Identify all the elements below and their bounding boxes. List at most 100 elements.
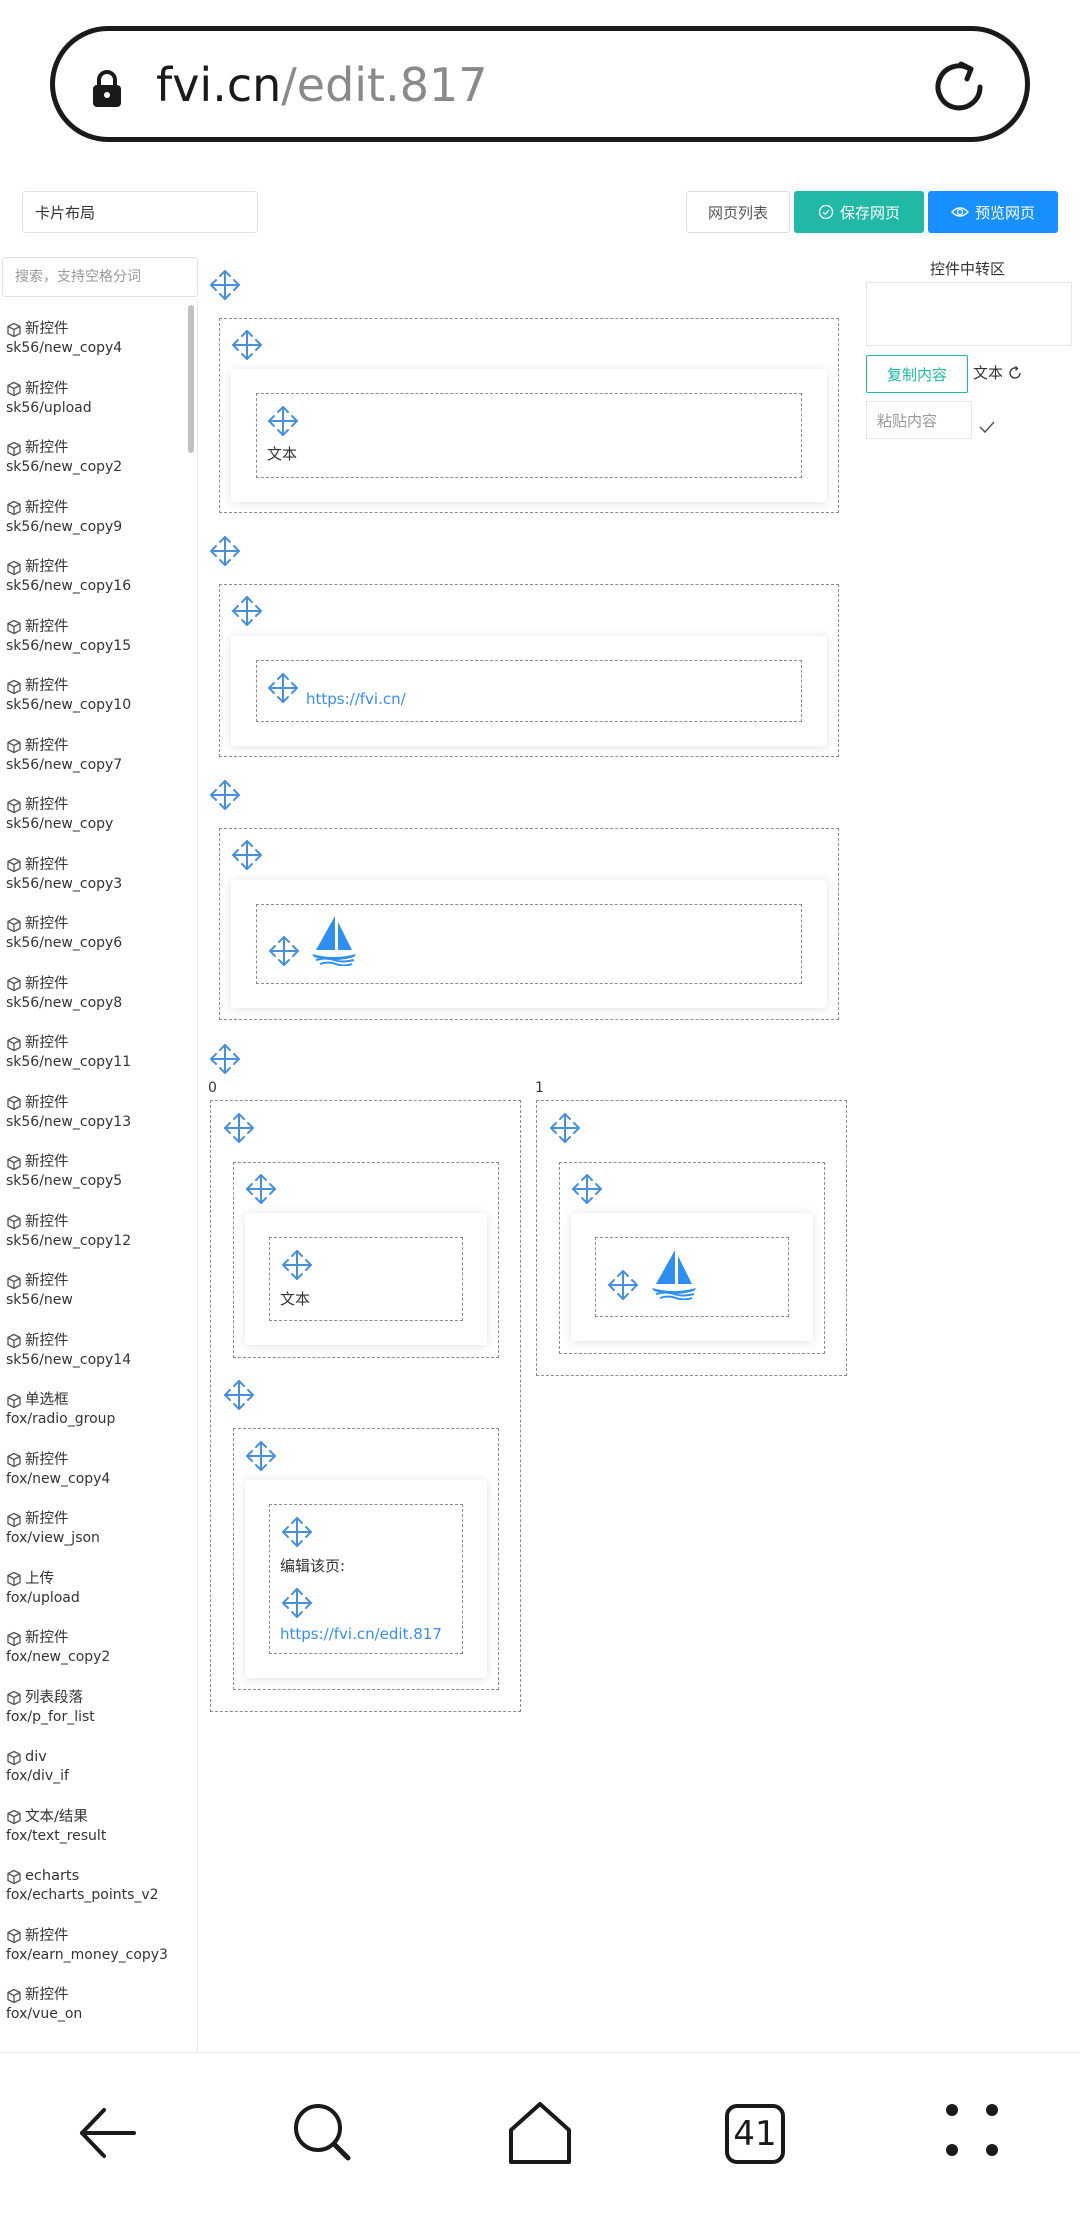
page-name-input[interactable]	[22, 191, 258, 233]
home-icon[interactable]	[505, 2100, 575, 2166]
url-bar[interactable]	[50, 26, 1030, 142]
url-text[interactable]: fvi.cn/edit.817	[156, 55, 488, 115]
check-icon[interactable]	[978, 420, 996, 434]
sidebar-divider	[197, 300, 198, 2052]
text-component[interactable]	[269, 1237, 463, 1321]
paste-content-input[interactable]: 粘贴内容	[866, 401, 972, 439]
text-content: 文本	[267, 445, 298, 463]
drag-handle-icon[interactable]	[267, 934, 301, 968]
preview-page-label: 预览网页	[974, 203, 1035, 222]
text-component[interactable]	[256, 393, 802, 478]
component-search-input[interactable]	[2, 257, 198, 297]
cube-icon	[6, 322, 22, 338]
sailboat-icon	[310, 914, 358, 966]
drag-handle-icon[interactable]	[230, 328, 264, 362]
card	[245, 1480, 487, 1678]
component-label: 新控件	[25, 499, 69, 516]
drag-handle-icon[interactable]	[208, 534, 242, 568]
component-label: echarts	[25, 1868, 80, 1884]
image-component[interactable]	[595, 1237, 789, 1317]
drag-handle-icon[interactable]	[222, 1378, 256, 1412]
image-component[interactable]	[256, 904, 802, 984]
text-content: 文本	[280, 1290, 311, 1308]
drag-handle-icon[interactable]	[548, 1111, 582, 1145]
component-path: sk56/new_copy4	[6, 340, 123, 356]
drag-handle-icon[interactable]	[230, 838, 264, 872]
component-path: fox/new_copy4	[6, 1470, 111, 1487]
cube-icon	[6, 1274, 22, 1290]
drag-handle-icon[interactable]	[606, 1268, 640, 1302]
drag-handle-icon[interactable]	[208, 1042, 242, 1076]
component-label: 新控件	[25, 1630, 69, 1646]
component-label: 新控件	[25, 1094, 69, 1111]
col1-image-container	[559, 1162, 825, 1354]
link-component[interactable]	[256, 660, 802, 722]
back-icon[interactable]	[74, 2100, 140, 2166]
drag-handle-icon[interactable]	[266, 404, 300, 438]
drag-handle-icon[interactable]	[244, 1439, 278, 1473]
drag-handle-icon[interactable]	[280, 1515, 314, 1549]
cube-icon	[6, 679, 22, 695]
drag-handle-icon[interactable]	[244, 1172, 278, 1206]
component-label: 新控件	[25, 440, 69, 456]
edit-link-component[interactable]	[269, 1504, 463, 1654]
drag-handle-icon[interactable]	[222, 1111, 256, 1145]
tabs-counter-button[interactable]: 41	[725, 2104, 785, 2164]
drag-handle-icon[interactable]	[230, 594, 264, 628]
preview-page-button[interactable]: 预览网页	[928, 191, 1058, 233]
search-icon[interactable]	[290, 2100, 356, 2166]
drag-handle-icon[interactable]	[266, 671, 300, 705]
drag-handle-icon[interactable]	[280, 1586, 314, 1620]
save-page-button[interactable]: 保存网页	[794, 191, 924, 233]
menu-dots-icon[interactable]	[942, 2100, 1002, 2160]
cube-icon	[6, 857, 22, 873]
link-text[interactable]: https://fvi.cn/	[306, 690, 406, 708]
cube-icon	[6, 560, 22, 576]
component-path: fox/p_for_list	[6, 1708, 95, 1725]
page-list-button[interactable]: 网页列表	[686, 191, 790, 233]
copy-content-button[interactable]: 复制内容	[866, 355, 968, 393]
edit-link[interactable]: https://fvi.cn/edit.817	[280, 1625, 442, 1643]
component-label: 新控件	[25, 916, 69, 932]
drag-handle-icon[interactable]	[208, 778, 242, 812]
drag-handle-icon[interactable]	[570, 1172, 604, 1206]
sidebar-scrollbar-thumb[interactable]	[188, 305, 194, 453]
transfer-area-box[interactable]	[866, 282, 1072, 346]
cube-icon	[6, 738, 22, 754]
drag-handle-icon[interactable]	[280, 1248, 314, 1282]
card	[231, 369, 827, 502]
drag-handle-icon[interactable]	[208, 268, 242, 302]
refresh-icon[interactable]	[1007, 365, 1023, 381]
cube-icon	[6, 798, 22, 814]
reload-icon[interactable]	[928, 56, 990, 118]
